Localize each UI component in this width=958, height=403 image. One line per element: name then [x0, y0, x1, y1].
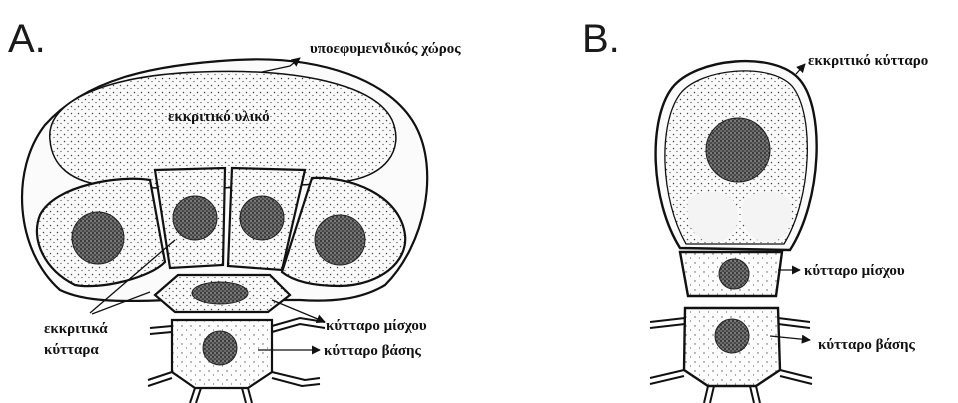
panel-b: B. εκκριτικό κύτταρο κύτταρο μίσχου: [582, 17, 928, 403]
nucleus-icon: [72, 212, 124, 264]
nucleus-icon: [719, 259, 749, 289]
nucleus-icon: [715, 319, 749, 353]
label-basal-cell-a: κύτταρο βάσης: [324, 343, 422, 359]
nucleus-icon: [240, 196, 284, 240]
label-stalk-cell-b: κύτταρο μίσχου: [804, 263, 905, 279]
panel-a-letter: A.: [8, 17, 46, 61]
label-secretory-cells-line2: κύτταρα: [44, 342, 99, 358]
panel-a: A.: [8, 17, 461, 403]
panel-b-letter: B.: [582, 17, 620, 61]
label-stalk-cell-a: κύτταρο μίσχου: [326, 318, 427, 334]
nucleus-icon: [315, 215, 365, 265]
label-secretory-material: εκκριτικό υλικό: [168, 109, 270, 125]
label-secretory-cells-line1: εκκριτικά: [44, 321, 108, 337]
label-subcuticular-space: υποεφυμενιδικός χώρος: [310, 41, 461, 57]
nucleus-icon: [203, 331, 237, 365]
nucleus-icon: [192, 282, 248, 304]
label-secretory-cell-b: εκκριτικό κύτταρο: [808, 53, 928, 69]
label-basal-cell-b: κύτταρο βάσης: [818, 337, 916, 353]
nucleus-icon: [706, 118, 770, 182]
leader-secretory-cell-b: [796, 64, 805, 74]
nucleus-icon: [173, 196, 217, 240]
